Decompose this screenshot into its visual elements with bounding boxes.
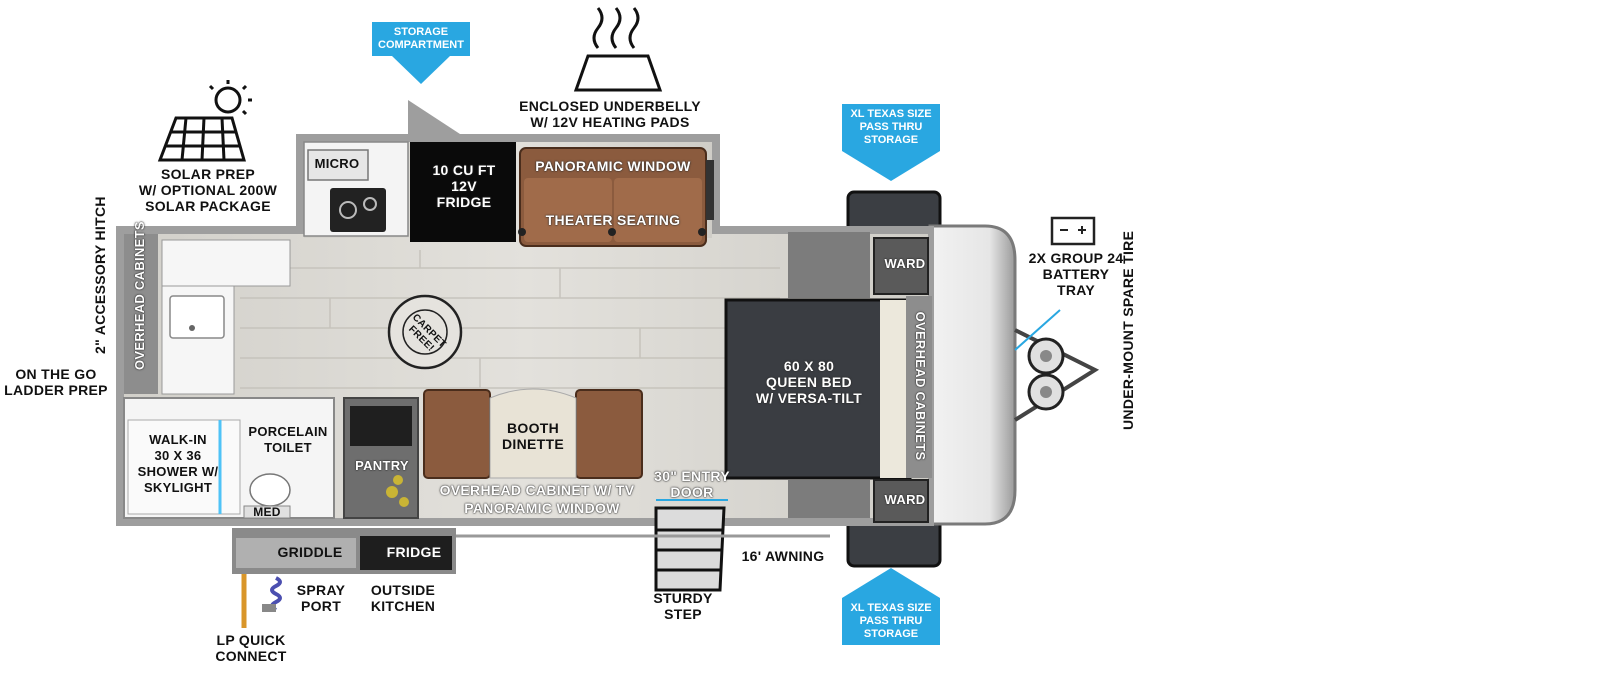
shower-label: WALK-IN 30 X 36 SHOWER W/ SKYLIGHT — [137, 432, 219, 495]
hitch-label: 2" ACCESSORY HITCH — [92, 196, 108, 354]
xl-storage-top-callout: XL TEXAS SIZE PASS THRU STORAGE — [842, 104, 940, 181]
underbelly-label: ENCLOSED UNDERBELLY W/ 12V HEATING PADS — [519, 98, 701, 130]
entry-steps — [654, 499, 728, 592]
rear-sink-counter — [161, 239, 291, 287]
overhead-left-label: OVERHEAD CABINETS — [132, 221, 147, 370]
down-arrow-icon — [392, 56, 450, 84]
ward-top-label: WARD — [884, 256, 926, 271]
toilet-bowl — [249, 473, 291, 507]
queen-bed — [724, 298, 912, 480]
xl-storage-bottom-callout: XL TEXAS SIZE PASS THRU STORAGE — [842, 568, 940, 645]
awning-label: 16' AWNING — [741, 548, 825, 564]
overhead-tv-label: OVERHEAD CABINET W/ TV — [439, 482, 635, 498]
griddle-label: GRIDDLE — [277, 544, 343, 560]
fridge-box — [410, 142, 516, 242]
panoramic-top-label: PANORAMIC WINDOW — [535, 158, 691, 174]
theater-seating-label: THEATER SEATING — [545, 212, 681, 228]
cooktop — [330, 188, 386, 232]
xl-storage-top-label: XL TEXAS SIZE PASS THRU STORAGE — [842, 104, 940, 151]
pantry-label: PANTRY — [355, 458, 409, 473]
med-label: MED — [253, 505, 281, 519]
spray-port-label: SPRAY PORT — [296, 582, 346, 614]
dinette-bench-right — [575, 389, 643, 479]
dinette-bench-left — [423, 389, 491, 479]
toilet-label: PORCELAIN TOILET — [248, 424, 328, 455]
battery-icon — [1050, 216, 1096, 246]
xl-storage-bottom-label: XL TEXAS SIZE PASS THRU STORAGE — [842, 598, 940, 645]
wardrobe-bottom — [873, 479, 929, 523]
booth-dinette-label: BOOTH DINETTE — [502, 420, 564, 452]
outside-fridge-label: FRIDGE — [386, 544, 442, 560]
bed-label: 60 X 80 QUEEN BED W/ VERSA-TILT — [755, 358, 863, 406]
ladder-label: ON THE GO LADDER PREP — [4, 366, 108, 398]
outside-kitchen-label: OUTSIDE KITCHEN — [370, 582, 436, 614]
carpet-free-badge — [387, 294, 463, 370]
front-cap — [928, 224, 1017, 526]
solar-label: SOLAR PREP W/ OPTIONAL 200W SOLAR PACKAG… — [138, 166, 278, 214]
spare-tire-label: UNDER-MOUNT SPARE TIRE — [1120, 230, 1136, 430]
storage-compartment-label: STORAGE COMPARTMENT — [372, 22, 470, 56]
battery-label: 2X GROUP 24 BATTERY TRAY — [1028, 250, 1124, 298]
solar-panel-icon — [157, 80, 252, 162]
entry-door-label: 30" ENTRY DOOR — [654, 468, 730, 500]
lp-label: LP QUICK CONNECT — [215, 632, 287, 664]
dinette-table — [489, 388, 577, 479]
wardrobe-top — [873, 237, 929, 295]
overhead-right-label: OVERHEAD CABINETS — [913, 311, 928, 461]
sink — [169, 295, 225, 339]
fridge-label: 10 CU FT 12V FRIDGE — [432, 162, 496, 210]
heating-pad-icon — [573, 7, 663, 92]
ward-bottom-label: WARD — [884, 492, 926, 507]
step-label: STURDY STEP — [653, 590, 713, 622]
panoramic-bottom-label: PANORAMIC WINDOW — [464, 500, 620, 516]
up-arrow-icon — [842, 568, 940, 598]
micro-box — [307, 149, 369, 181]
storage-compartment-callout: STORAGE COMPARTMENT — [372, 22, 470, 84]
micro-label: MICRO — [314, 156, 360, 171]
tongue-and-tires — [1013, 309, 1100, 422]
down-arrow-icon — [842, 151, 940, 181]
